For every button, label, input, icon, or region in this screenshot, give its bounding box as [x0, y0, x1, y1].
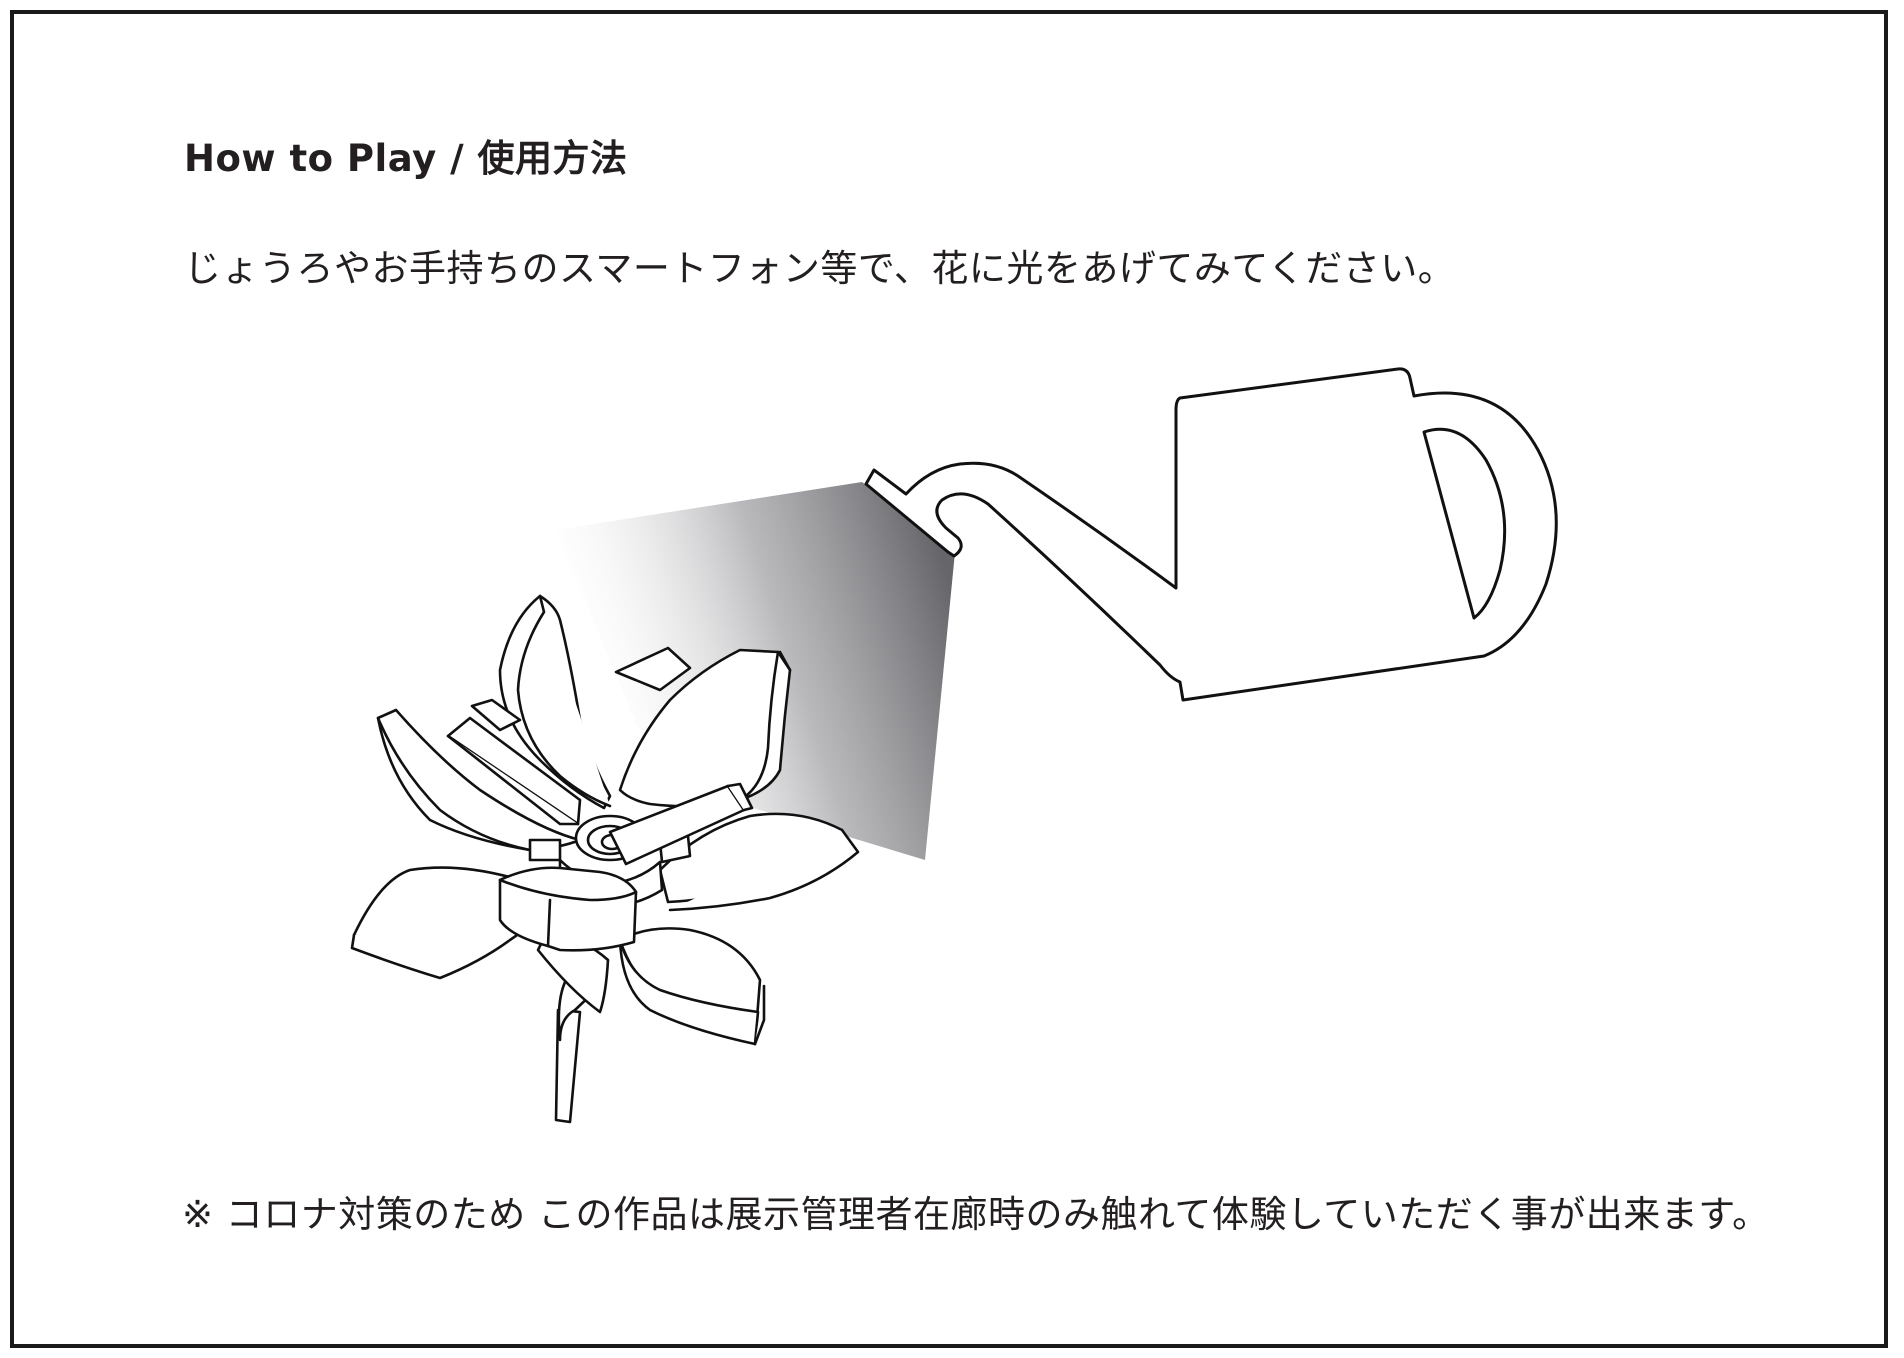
flower-illustration — [350, 594, 860, 1124]
instruction-text: じょうろやお手持ちのスマートフォン等で、花に光をあげてみてください。 — [184, 247, 1456, 290]
how-to-play-heading: How to Play / 使用方法 — [184, 137, 628, 180]
covid-note: ※ コロナ対策のため この作品は展示管理者在廊時のみ触れて体験していただく事が出… — [182, 1193, 1770, 1236]
page-frame — [10, 10, 1888, 1348]
watering-can-illustration — [864, 367, 1558, 702]
